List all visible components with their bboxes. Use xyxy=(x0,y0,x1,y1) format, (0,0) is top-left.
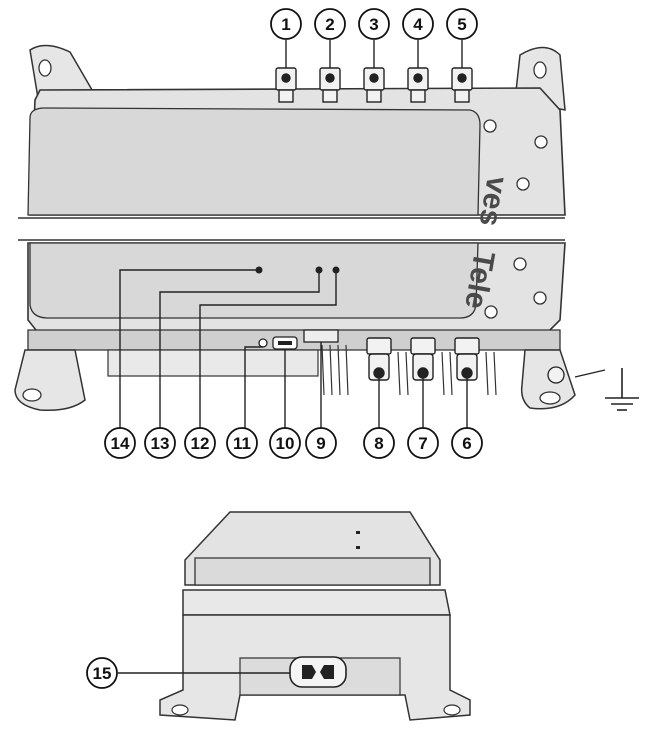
callout-12: 12 xyxy=(184,427,216,459)
mount-hole-bottom-left xyxy=(22,388,42,402)
svg-text:3: 3 xyxy=(369,15,378,34)
led-indicator-12 xyxy=(332,266,340,274)
svg-text:12: 12 xyxy=(191,434,210,453)
end-view-dot-2 xyxy=(356,546,360,549)
f-connector-icon xyxy=(410,337,436,381)
svg-text:4: 4 xyxy=(413,15,423,34)
svg-text:2: 2 xyxy=(325,15,334,34)
svg-text:1: 1 xyxy=(281,15,290,34)
svg-text:10: 10 xyxy=(276,434,295,453)
leader-lines xyxy=(119,40,468,428)
mounting-ear-bottom-left xyxy=(14,349,86,412)
callout-11: 11 xyxy=(226,427,258,459)
ground-symbol-icon xyxy=(605,368,639,411)
side-screws xyxy=(483,119,548,319)
device-end-view xyxy=(118,511,471,721)
svg-text:8: 8 xyxy=(374,434,383,453)
f-connector-icon xyxy=(275,67,297,103)
end-view-dot-1 xyxy=(356,531,360,534)
usb-port-10-inner xyxy=(278,341,292,345)
callout-3: 3 xyxy=(358,8,390,40)
end-view-mount-hole-right xyxy=(443,704,461,716)
svg-text:9: 9 xyxy=(316,434,325,453)
callout-2: 2 xyxy=(314,8,346,40)
f-connector-icon xyxy=(366,337,392,381)
switch-9 xyxy=(303,329,339,343)
ground-lead-line xyxy=(574,369,606,378)
callout-13: 13 xyxy=(144,427,176,459)
led-indicator-13 xyxy=(315,266,323,274)
mounting-ear-bottom-right xyxy=(520,349,576,410)
svg-text:15: 15 xyxy=(93,664,112,683)
callout-14: 14 xyxy=(104,427,136,459)
bottom-connectors xyxy=(366,337,480,381)
end-view-front-face xyxy=(194,557,431,586)
callout-8: 8 xyxy=(363,427,395,459)
f-connector-icon xyxy=(407,67,429,103)
callout-6: 6 xyxy=(451,427,483,459)
f-connector-icon xyxy=(451,67,473,103)
end-view-body xyxy=(182,589,451,616)
end-view-mount-hole-left xyxy=(171,704,189,716)
base-recess xyxy=(107,349,319,377)
callout-1: 1 xyxy=(270,8,302,40)
svg-text:11: 11 xyxy=(233,434,251,453)
mount-hole-bottom-right xyxy=(539,391,561,405)
device-top-view: ves Tele xyxy=(14,40,639,428)
front-panel-upper xyxy=(27,107,481,216)
svg-text:6: 6 xyxy=(462,434,471,453)
power-inlet-icon xyxy=(289,656,347,688)
heatsink-fins xyxy=(321,344,497,396)
callout-10: 10 xyxy=(269,427,301,459)
f-connector-icon xyxy=(363,67,385,103)
svg-text:5: 5 xyxy=(457,15,466,34)
f-connector-icon xyxy=(454,337,480,381)
svg-text:7: 7 xyxy=(418,434,427,453)
mount-hole-top-right xyxy=(533,61,547,79)
top-connectors xyxy=(275,67,473,103)
callout-5: 5 xyxy=(446,8,478,40)
callouts: 1 2 3 4 5 6 7 8 9 10 11 12 13 14 15 xyxy=(86,8,483,689)
mount-hole-top-left xyxy=(38,59,52,77)
callout-9: 9 xyxy=(305,427,337,459)
f-connector-icon xyxy=(319,67,341,103)
ground-screw xyxy=(547,366,565,384)
callout-15: 15 xyxy=(86,657,118,689)
front-panel-lower xyxy=(29,242,479,319)
callout-7: 7 xyxy=(407,427,439,459)
svg-text:14: 14 xyxy=(111,434,130,453)
callout-4: 4 xyxy=(402,8,434,40)
svg-text:13: 13 xyxy=(151,434,170,453)
small-button-11 xyxy=(258,338,268,348)
